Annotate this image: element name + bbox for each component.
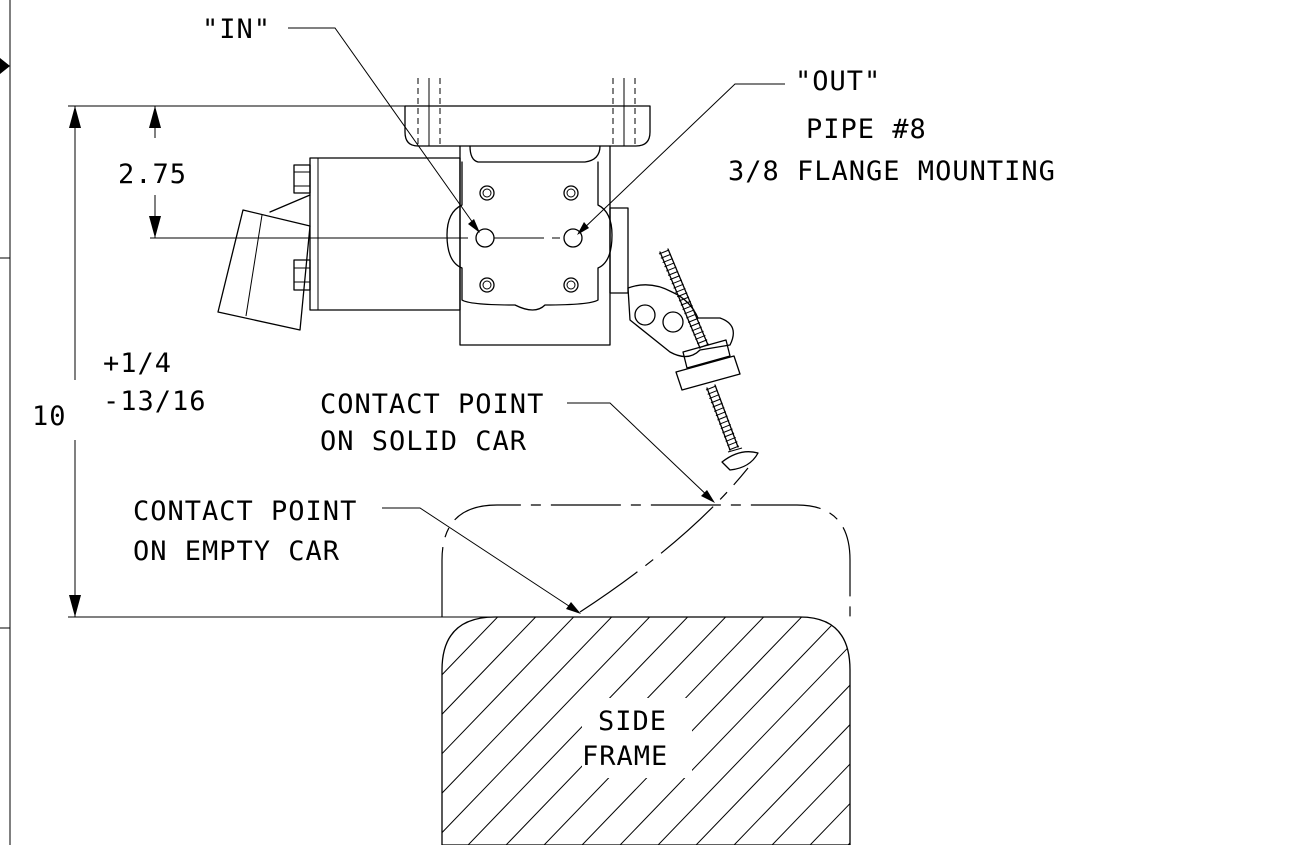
contact-solid-line2: ON SOLID CAR	[320, 426, 527, 457]
hatch-line	[900, 600, 1160, 845]
hatch-line	[938, 600, 1198, 845]
side-frame-label-line1: SIDE	[598, 706, 667, 737]
thread-mark	[717, 415, 728, 421]
thread-mark	[712, 402, 723, 408]
thread-mark	[686, 313, 697, 319]
thread-mark	[709, 394, 720, 400]
thread-mark	[660, 253, 672, 259]
thread-mark	[669, 275, 681, 281]
hatch-line	[976, 600, 1236, 845]
thread-mark	[707, 389, 718, 395]
hatch-line	[671, 617, 850, 845]
thread-mark	[667, 270, 679, 276]
side-frame-raised-phantom	[441, 504, 851, 617]
valve-assembly	[217, 78, 759, 471]
label-in: "IN"	[202, 14, 480, 233]
roller-travel-arc	[579, 467, 749, 613]
hatch-line	[178, 600, 438, 845]
side-frame-label-line2: FRAME	[582, 741, 668, 772]
thread-mark	[696, 339, 708, 345]
thread-mark	[676, 292, 688, 298]
thread-mark	[718, 419, 730, 425]
thread-mark	[687, 317, 699, 323]
dimension-10: 10 +1/4 -13/16	[32, 105, 585, 618]
thread-mark	[684, 309, 695, 315]
hatch-line	[747, 617, 850, 845]
hatch-line	[442, 617, 629, 845]
hatch-line	[442, 617, 667, 845]
thread-mark	[691, 326, 702, 332]
thread-mark	[705, 385, 717, 391]
hatch-line	[633, 617, 850, 845]
hatch-line	[442, 617, 477, 845]
adjusting-rod	[658, 248, 759, 471]
sheet-border	[0, 0, 11, 845]
thread-mark	[664, 262, 675, 268]
out-port-label: "OUT"	[795, 66, 881, 97]
thread-mark	[658, 249, 670, 255]
thread-mark	[678, 296, 690, 302]
dimension-2-75: 2.75	[118, 106, 468, 239]
dim-2-75-value: 2.75	[118, 159, 187, 190]
hatch-line	[442, 617, 553, 845]
thread-mark	[671, 279, 682, 285]
hatch-line	[709, 617, 850, 845]
thread-mark	[725, 436, 736, 442]
hatch-line	[1052, 600, 1305, 845]
thread-mark	[728, 445, 740, 451]
thread-mark	[693, 330, 704, 336]
thread-mark	[714, 406, 725, 412]
hatch-line	[862, 600, 1122, 845]
thread-mark	[680, 300, 692, 306]
thread-mark	[695, 334, 706, 340]
thread-mark	[662, 258, 673, 264]
in-port-label: "IN"	[202, 14, 271, 45]
flange-mounting-label: 3/8 FLANGE MOUNTING	[728, 156, 1056, 187]
hatch-line	[1014, 600, 1274, 845]
side-frame-section: SIDE FRAME	[140, 600, 1305, 845]
dim-10-tol-plus: +1/4	[103, 348, 172, 379]
hatch-line	[823, 617, 850, 845]
thread-mark	[682, 305, 693, 311]
hatch-line	[785, 617, 850, 845]
hatch-line	[443, 617, 705, 845]
dim-10-tol-minus: -13/16	[103, 386, 207, 417]
hatch-line	[140, 600, 400, 845]
contact-solid-line1: CONTACT POINT	[320, 389, 544, 420]
thread-mark	[722, 428, 733, 434]
thread-mark	[715, 411, 727, 417]
hatch-line	[595, 617, 850, 845]
dim-10-value: 10	[32, 401, 67, 432]
pipe-size-label: PIPE #8	[806, 114, 927, 145]
side-frame-hatching	[140, 600, 1305, 845]
hatch-line	[442, 617, 591, 845]
thread-mark	[727, 441, 738, 447]
thread-mark	[720, 424, 731, 430]
thread-mark	[723, 432, 735, 438]
hatch-line	[442, 617, 515, 845]
thread-mark	[675, 287, 686, 293]
thread-mark	[666, 266, 677, 272]
contact-empty-line1: CONTACT POINT	[133, 496, 357, 527]
label-out: "OUT" PIPE #8 3/8 FLANGE MOUNTING	[577, 66, 1056, 235]
label-contact-empty: CONTACT POINT ON EMPTY CAR	[133, 496, 581, 614]
thread-mark	[673, 283, 684, 289]
label-contact-solid: CONTACT POINT ON SOLID CAR	[320, 389, 715, 503]
thread-mark	[710, 398, 722, 404]
contact-empty-line2: ON EMPTY CAR	[133, 536, 340, 567]
thread-mark	[689, 322, 701, 328]
